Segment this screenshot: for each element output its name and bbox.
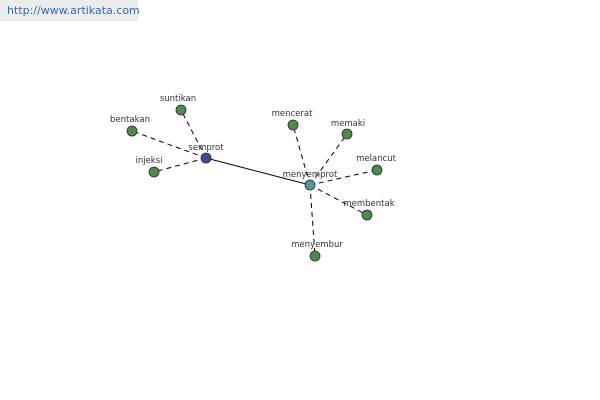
edge-menyemprot-membentak	[309, 184, 368, 216]
edge-semprot-bentakan	[131, 130, 207, 159]
edge-menyemprot-melancut	[309, 169, 378, 186]
node-suntikan[interactable]	[175, 104, 187, 116]
label-layer: semprot menyemprot suntikan bentakan injeksi…	[110, 94, 397, 250]
node-label-menyembur: menyembur	[291, 240, 343, 250]
node-memaki[interactable]	[341, 128, 353, 140]
watermark-box: http://www.artikata.com	[0, 0, 140, 21]
edge-layer	[131, 109, 378, 257]
node-injeksi[interactable]	[148, 166, 160, 178]
node-semprot[interactable]	[200, 152, 212, 164]
edge-semprot-menyemprot	[205, 157, 311, 186]
watermark-link-text[interactable]: http://www.artikata.com	[7, 4, 140, 17]
edge-menyemprot-mencerat	[292, 124, 311, 186]
node-label-menyemprot: menyemprot	[283, 170, 338, 180]
node-bentakan[interactable]	[126, 125, 138, 137]
node-menyembur[interactable]	[309, 250, 321, 262]
node-mencerat[interactable]	[287, 119, 299, 131]
node-menyemprot[interactable]	[304, 179, 316, 191]
edge-semprot-suntikan	[180, 109, 207, 159]
node-label-memaki: memaki	[331, 119, 365, 129]
node-label-semprot: semprot	[188, 143, 224, 153]
node-melancut[interactable]	[371, 164, 383, 176]
edge-menyemprot-memaki	[309, 133, 348, 186]
node-label-membentak: membentak	[343, 199, 394, 209]
node-label-injeksi: injeksi	[135, 156, 162, 166]
node-label-mencerat: mencerat	[272, 109, 314, 119]
node-membentak[interactable]	[361, 209, 373, 221]
node-layer	[126, 104, 383, 262]
node-label-melancut: melancut	[356, 154, 397, 164]
node-label-suntikan: suntikan	[160, 94, 196, 104]
node-label-bentakan: bentakan	[110, 115, 150, 125]
edge-menyemprot-menyembur	[309, 184, 316, 257]
